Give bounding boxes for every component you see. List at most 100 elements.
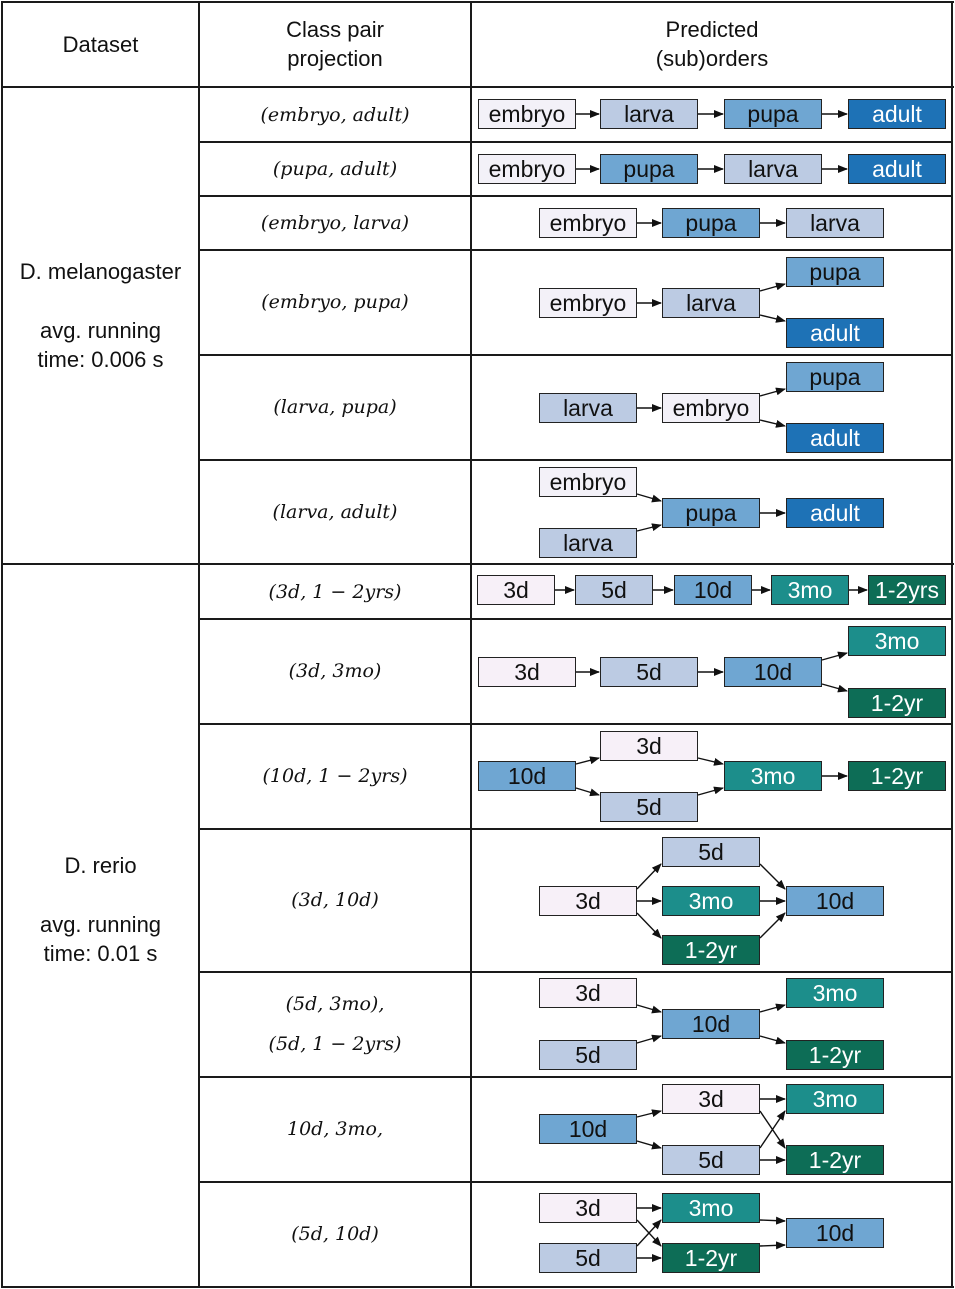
- projection-label: (embryo, pupa): [261, 291, 409, 313]
- edge-arrow: [759, 1110, 786, 1149]
- stage-node-adult: adult: [848, 154, 946, 184]
- stage-node-10d: 10d: [786, 886, 884, 916]
- edge-arrow: [821, 651, 848, 661]
- stage-node-embryo: embryo: [478, 99, 576, 129]
- projection-cell: (embryo, larva): [200, 196, 470, 249]
- dataset-runtime-line: time: 0.006 s: [37, 346, 164, 372]
- table-border-right: [951, 1, 953, 1288]
- projection-cell: (10d, 1 − 2yrs): [200, 724, 470, 828]
- stage-node-3d: 3d: [477, 575, 555, 605]
- stage-node-3mo: 3mo: [662, 886, 760, 916]
- edge-arrow: [636, 912, 662, 939]
- projection-cell: (3d, 3mo): [200, 619, 470, 723]
- stage-node-5d: 5d: [539, 1243, 637, 1273]
- stage-node-1-2yr: 1-2yr: [662, 935, 760, 965]
- row-divider: [199, 971, 953, 973]
- row-divider: [199, 141, 953, 143]
- row-divider: [199, 249, 953, 251]
- table-border-top: [1, 1, 954, 3]
- edge-arrow: [575, 787, 600, 797]
- projection-label: (larva, adult): [272, 501, 398, 523]
- stage-node-larva: larva: [662, 288, 760, 318]
- stage-node-10d: 10d: [662, 1009, 760, 1039]
- stage-node-1-2yr: 1-2yrs: [868, 575, 946, 605]
- stage-node-larva: larva: [539, 528, 637, 558]
- stage-node-3mo: 3mo: [771, 575, 849, 605]
- projection-cell: (embryo, adult): [200, 88, 470, 141]
- stage-node-10d: 10d: [478, 761, 576, 791]
- stage-node-larva: larva: [786, 208, 884, 238]
- stage-node-pupa: pupa: [600, 154, 698, 184]
- dataset-runtime-line: avg. running: [39, 317, 162, 343]
- header-predicted-line: (sub)orders: [655, 46, 769, 71]
- projection-cell: (3d, 10d): [200, 829, 470, 971]
- stage-node-1-2yr: 1-2yr: [848, 688, 946, 718]
- stage-node-3mo: 3mo: [662, 1193, 760, 1223]
- dataset-divider: [1, 563, 954, 565]
- projection-label: (5d, 3mo),: [285, 993, 385, 1015]
- row-divider: [199, 1076, 953, 1078]
- edge-arrow: [759, 912, 786, 939]
- stage-node-embryo: embryo: [662, 393, 760, 423]
- edge-arrow: [636, 1219, 662, 1247]
- edge-arrow: [697, 757, 724, 766]
- stage-node-pupa: pupa: [786, 362, 884, 392]
- stage-node-larva: larva: [724, 154, 822, 184]
- stage-node-5d: 5d: [575, 575, 653, 605]
- stage-node-5d: 5d: [539, 1040, 637, 1070]
- row-divider: [199, 459, 953, 461]
- stage-node-larva: larva: [539, 393, 637, 423]
- edge-arrow: [821, 683, 848, 693]
- edge-arrow: [759, 1035, 786, 1045]
- edge-arrow: [759, 314, 786, 323]
- header-projection-line: projection: [287, 46, 383, 71]
- edge-arrow: [636, 1034, 662, 1044]
- stage-node-3mo: 3mo: [786, 1084, 884, 1114]
- stage-node-10d: 10d: [786, 1218, 884, 1248]
- projection-label: 10d, 3mo,: [286, 1118, 383, 1140]
- projection-label: (5d, 10d): [291, 1223, 379, 1245]
- stage-node-1-2yr: 1-2yr: [848, 761, 946, 791]
- stage-node-10d: 10d: [724, 657, 822, 687]
- header-divider: [1, 86, 954, 88]
- column-divider: [198, 1, 200, 1288]
- projection-label: (5d, 1 − 2yrs): [268, 1033, 402, 1055]
- stage-node-1-2yr: 1-2yr: [786, 1145, 884, 1175]
- projection-cell: (5d, 10d): [200, 1182, 470, 1286]
- projection-label: (10d, 1 − 2yrs): [262, 765, 408, 787]
- edge-arrow: [636, 523, 662, 532]
- stage-node-embryo: embryo: [539, 467, 637, 497]
- row-divider: [199, 723, 953, 725]
- edge-arrow: [759, 863, 786, 890]
- stage-node-adult: adult: [786, 423, 884, 453]
- column-divider: [470, 1, 472, 1288]
- header-dataset: Dataset: [2, 2, 199, 86]
- edge-arrow: [636, 863, 662, 890]
- header-predicted: Predicted (sub)orders: [471, 2, 953, 86]
- projection-cell: (larva, adult): [200, 460, 470, 564]
- projection-cell: (3d, 1 − 2yrs): [200, 565, 470, 618]
- projection-label: (embryo, adult): [260, 103, 410, 126]
- table-border-bottom: [1, 1286, 954, 1288]
- header-predicted-line: Predicted: [665, 17, 759, 42]
- stage-node-3d: 3d: [539, 1193, 637, 1223]
- edge-arrow: [636, 493, 662, 503]
- row-divider: [199, 1181, 953, 1183]
- stage-node-10d: 10d: [539, 1114, 637, 1144]
- stage-node-5d: 5d: [600, 792, 698, 822]
- projection-label: (3d, 10d): [291, 889, 379, 911]
- stage-node-3d: 3d: [662, 1084, 760, 1114]
- row-divider: [199, 828, 953, 830]
- header-projection-line: Class pair: [286, 17, 384, 42]
- projection-cell: (embryo, pupa): [200, 250, 470, 354]
- edge-arrow: [759, 1241, 786, 1250]
- stage-node-pupa: pupa: [662, 208, 760, 238]
- dataset-runtime-line: avg. running: [39, 911, 162, 937]
- edge-arrow: [636, 1004, 662, 1014]
- row-divider: [199, 354, 953, 356]
- edge-arrow: [697, 786, 724, 796]
- edge-arrow: [759, 1216, 786, 1225]
- stage-node-pupa: pupa: [724, 99, 822, 129]
- stage-node-3mo: 3mo: [724, 761, 822, 791]
- stage-node-adult: adult: [786, 498, 884, 528]
